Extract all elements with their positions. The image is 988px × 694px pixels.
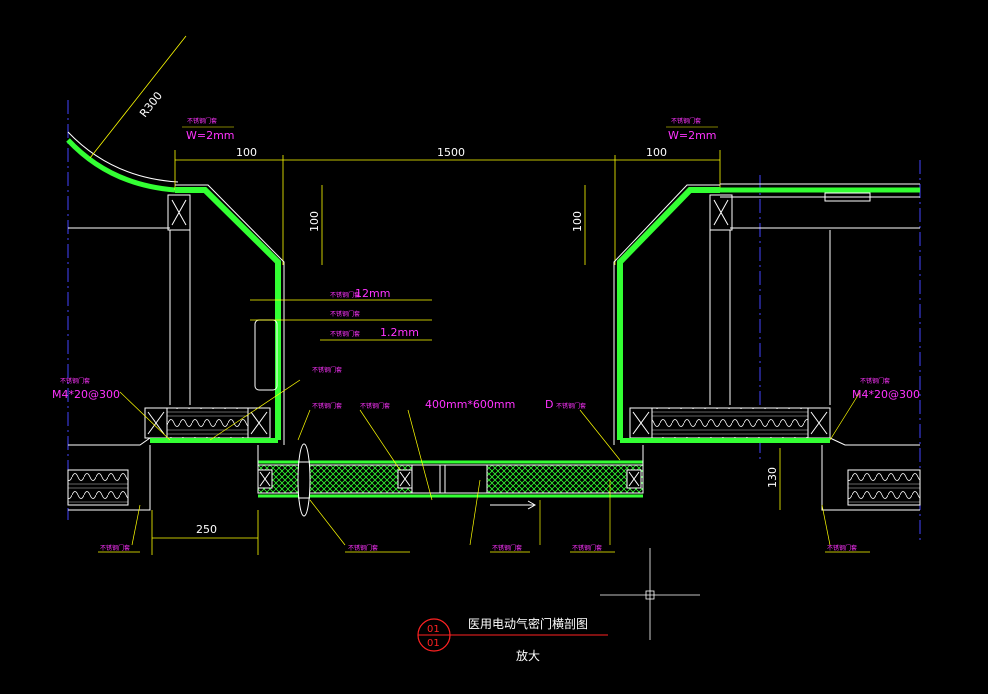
dim-bottom-left: 250: [196, 523, 217, 536]
crosshair-cursor: [600, 548, 700, 640]
door-leaf: [257, 443, 644, 517]
dim-width-left: 100: [236, 146, 257, 159]
right-wall-panel: [620, 407, 921, 511]
dim-bottom-right: 130: [766, 467, 779, 488]
tag-bottom-3: 不锈钢门套: [492, 544, 522, 552]
note-steel-prefix: 不锈钢门套: [330, 330, 360, 338]
radius-leader: [89, 35, 187, 159]
bubble-bottom: 01: [427, 638, 440, 649]
screw-right-tag: 不锈钢门套: [860, 377, 890, 385]
note-seal: 不锈钢门套: [312, 366, 342, 374]
left-door-frame: [167, 184, 285, 445]
dim-height-left: 100: [308, 211, 321, 232]
drawing-subtitle: 放大: [516, 648, 540, 663]
screw-left: M4*20@300: [52, 388, 120, 401]
door-handle: [297, 443, 311, 517]
bubble-top: 01: [427, 624, 440, 635]
note-stone: 12mm: [355, 287, 390, 300]
right-door-frame: [613, 183, 920, 445]
dim-height-right: 100: [571, 211, 584, 232]
annotation-leaders: [119, 299, 861, 546]
radius-label: R300: [137, 89, 165, 120]
screw-right: M4*20@300: [852, 388, 920, 401]
weld-note-left-small: 不锈钢门套: [187, 117, 217, 125]
weld-note-right-small: 不锈钢门套: [671, 117, 701, 125]
note-gasket: D: [545, 398, 553, 411]
weld-note-right: W=2mm: [668, 129, 717, 142]
tag-bottom-1: 不锈钢门套: [100, 544, 130, 552]
note-window: 400mm*600mm: [425, 398, 515, 411]
dim-width-right: 100: [646, 146, 667, 159]
note-door-leaf: 不锈钢门套: [360, 402, 390, 410]
bottom-dimension: [151, 510, 259, 555]
top-dimension: [174, 150, 721, 265]
note-frame: 不锈钢门套: [312, 402, 342, 410]
vision-window: [411, 464, 488, 494]
left-curved-wall: R300: [66, 35, 187, 193]
drawing-title: 医用电动气密门横剖图: [468, 616, 588, 631]
title-block: 01 01 医用电动气密门横剖图 放大: [417, 616, 608, 663]
note-stone-prefix: 不锈钢门套: [330, 291, 360, 299]
screw-left-tag: 不锈钢门套: [60, 377, 90, 385]
height-dimensions: [321, 185, 781, 510]
note-backing: 不锈钢门套: [330, 310, 360, 318]
tag-bottom-4: 不锈钢门套: [572, 544, 602, 552]
dim-width-center: 1500: [437, 146, 465, 159]
tag-bottom-2: 不锈钢门套: [348, 544, 378, 552]
left-wall-panel: [67, 407, 278, 511]
note-gasket-tag: 不锈钢门套: [556, 402, 586, 410]
note-steel: 1.2mm: [380, 326, 419, 339]
tag-bottom-5: 不锈钢门套: [827, 544, 857, 552]
weld-note-left: W=2mm: [186, 129, 235, 142]
